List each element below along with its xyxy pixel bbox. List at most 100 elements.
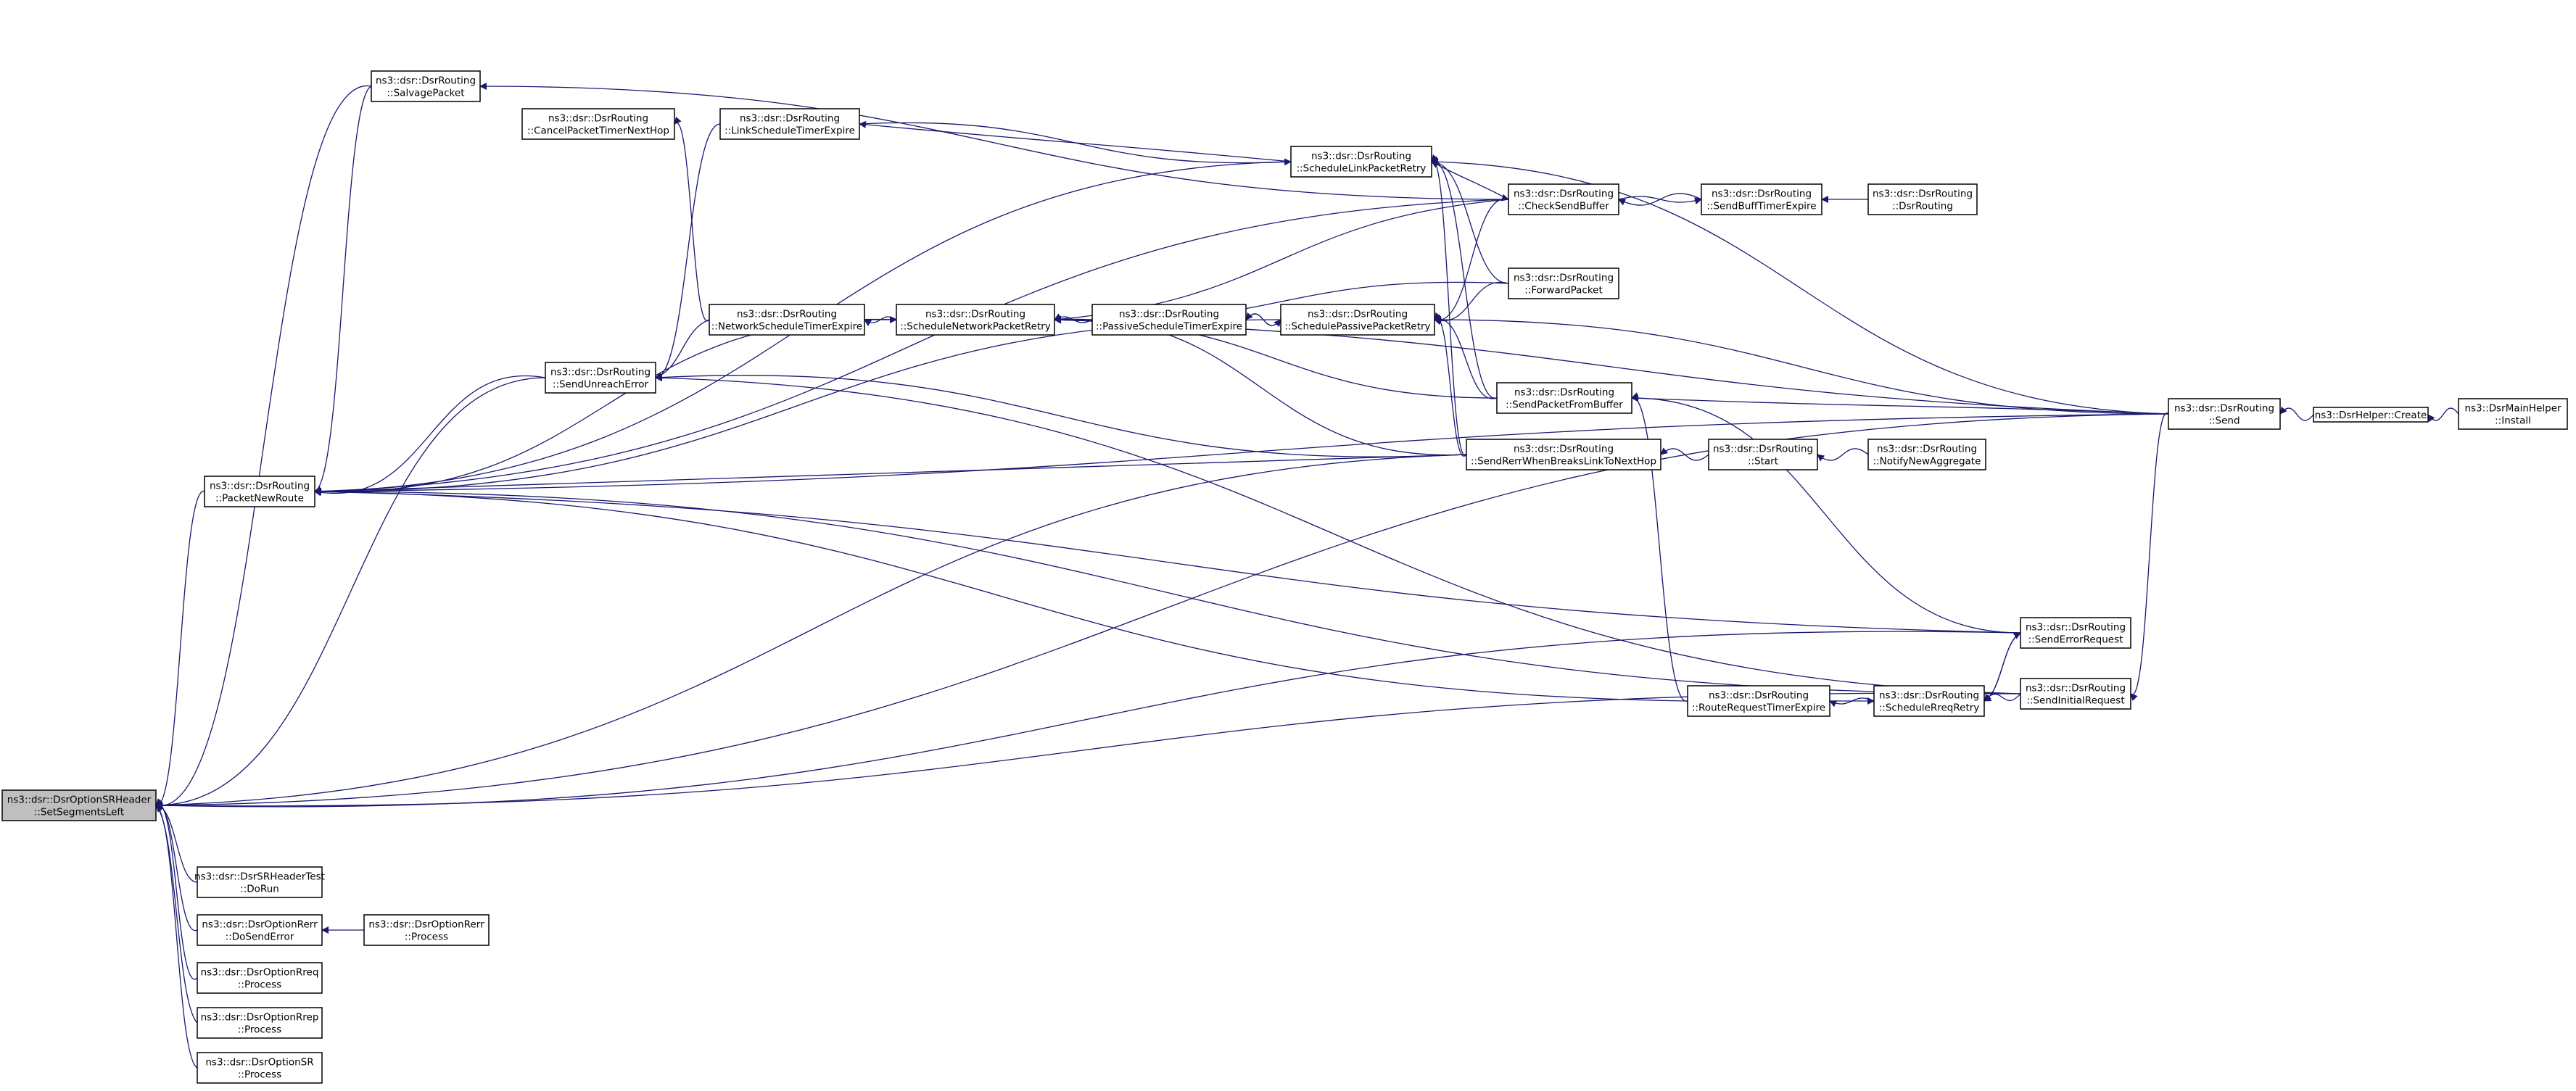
node-label: ::Process <box>238 979 281 991</box>
node-checksend[interactable]: ns3::dsr::DsrRouting::CheckSendBuffer <box>1508 183 1619 215</box>
edge-rerr-to-root <box>155 454 1467 809</box>
node-box <box>1508 267 1619 299</box>
node-label: ns3::dsr::DsrRouting <box>1311 151 1411 162</box>
node-label: ns3::dsr::DsrRouting <box>210 481 310 492</box>
node-box <box>1091 304 1247 336</box>
node-label: ::CancelPacketTimerNextHop <box>527 125 669 137</box>
node-label: ::Install <box>2495 415 2531 427</box>
node-rreqproc[interactable]: ns3::dsr::DsrOptionRreq::Process <box>197 962 323 994</box>
node-errreq[interactable]: ns3::dsr::DsrRouting::SendErrorRequest <box>2020 617 2131 649</box>
edge-helpercreate-to-send <box>2279 406 2314 421</box>
edge-initreq-to-newroute <box>314 488 2021 694</box>
edge-send-to-sendfrombuf <box>1631 394 2169 415</box>
node-label: ::PacketNewRoute <box>215 493 304 505</box>
node-schedpass[interactable]: ns3::dsr::DsrRouting::SchedulePassivePac… <box>1280 304 1435 336</box>
node-label: ::ForwardPacket <box>1524 285 1603 296</box>
edge-checksend-to-newroute <box>314 199 1509 495</box>
edge-forward-to-schedpass <box>1434 281 1509 325</box>
node-nettimer[interactable]: ns3::dsr::DsrRouting::NetworkScheduleTim… <box>709 304 865 336</box>
node-box <box>1 789 157 821</box>
edge-schedreq-to-errreq <box>1983 632 2021 702</box>
edge-unreach-to-newroute <box>314 376 546 497</box>
edge-unreach-to-root <box>155 377 546 809</box>
node-schedlink[interactable]: ns3::dsr::DsrRouting::ScheduleLinkPacket… <box>1290 146 1432 178</box>
node-unreach[interactable]: ns3::dsr::DsrRouting::SendUnreachError <box>545 362 656 394</box>
node-send[interactable]: ns3::dsr::DsrRouting::Send <box>2168 398 2281 430</box>
node-label: ns3::dsr::DsrOptionRrep <box>201 1012 319 1024</box>
node-newroute[interactable]: ns3::dsr::DsrRouting::PacketNewRoute <box>204 476 315 507</box>
edge-passtimer-to-schedpass <box>1245 313 1281 328</box>
node-label: ns3::dsr::DsrOptionRreq <box>201 967 319 979</box>
node-srproc[interactable]: ns3::dsr::DsrOptionSR::Process <box>197 1052 323 1084</box>
node-label: ns3::dsr::DsrRouting <box>1514 387 1614 399</box>
edge-sendfrombuf-to-schedpass <box>1434 314 1498 399</box>
node-box <box>2020 678 2131 710</box>
node-label: ns3::dsr::DsrRouting <box>740 113 840 125</box>
node-passtimer[interactable]: ns3::dsr::DsrRouting::PassiveScheduleTim… <box>1091 304 1247 336</box>
node-label: ::DoRun <box>240 884 279 895</box>
node-box <box>1708 439 1818 470</box>
node-label: ::SendUnreachError <box>553 379 649 391</box>
node-label: ::ScheduleNetworkPacketRetry <box>900 321 1051 333</box>
node-schedreq[interactable]: ns3::dsr::DsrRouting::ScheduleRreqRetry <box>1873 685 1985 717</box>
node-salvage[interactable]: ns3::dsr::DsrRouting::SalvagePacket <box>371 70 481 102</box>
node-maininstall[interactable]: ns3::DsrMainHelper::Install <box>2458 398 2568 430</box>
node-box <box>1496 382 1632 414</box>
node-sendfrombuf[interactable]: ns3::dsr::DsrRouting::SendPacketFromBuff… <box>1496 382 1632 414</box>
edge-sendfrombuf-to-schedlink <box>1431 156 1498 399</box>
node-label: ::Send <box>2208 415 2239 427</box>
node-cancel[interactable]: ns3::dsr::DsrRouting::CancelPacketTimerN… <box>521 108 675 140</box>
node-linktimer[interactable]: ns3::dsr::DsrRouting::LinkScheduleTimerE… <box>719 108 860 140</box>
edge-send-to-initreq <box>2130 412 2169 701</box>
node-box <box>1290 146 1432 178</box>
node-box <box>197 962 323 994</box>
node-label: ns3::dsr::DsrSRHeaderTest <box>194 871 325 883</box>
node-box <box>2020 617 2131 649</box>
node-notify[interactable]: ns3::dsr::DsrRouting::NotifyNewAggregate <box>1867 439 1986 470</box>
node-schednet[interactable]: ns3::dsr::DsrRouting::ScheduleNetworkPac… <box>896 304 1055 336</box>
node-label: ns3::dsr::DsrRouting <box>1709 690 1809 702</box>
node-label: ::ScheduleLinkPacketRetry <box>1297 163 1427 175</box>
edge-checksend-to-sendbuff <box>1618 196 1702 204</box>
node-label: ::SendErrorRequest <box>2028 634 2123 646</box>
node-label: ns3::dsr::DsrOptionRerr <box>202 919 318 931</box>
edge-rerr-to-schedpass <box>1434 312 1467 457</box>
edge-rreqproc-to-root <box>155 798 198 980</box>
node-label: ::Process <box>238 1024 281 1036</box>
edge-forward-to-schedlink <box>1431 158 1509 284</box>
node-label: ::RouteRequestTimerExpire <box>1692 702 1825 714</box>
node-label: ::DoSendError <box>226 932 294 943</box>
node-srtest[interactable]: ns3::dsr::DsrSRHeaderTest::DoRun <box>194 866 325 898</box>
node-label: ns3::dsr::DsrRouting <box>1514 188 1614 200</box>
edge-rreqtimer-to-sendfrombuf <box>1631 392 1688 702</box>
edge-initreq-to-schedreq <box>1983 693 2021 702</box>
node-dosenderr[interactable]: ns3::dsr::DsrOptionRerr::DoSendError <box>197 914 323 946</box>
node-box <box>197 1007 323 1039</box>
edge-rerr-to-schedlink <box>1431 154 1467 456</box>
node-forward[interactable]: ns3::dsr::DsrRouting::ForwardPacket <box>1508 267 1619 299</box>
node-label: ns3::DsrHelper::Create <box>2315 410 2427 421</box>
edge-initreq-to-root <box>155 692 2021 810</box>
node-sendbuff[interactable]: ns3::dsr::DsrRouting::SendBuffTimerExpir… <box>1701 183 1822 215</box>
node-label: ns3::dsr::DsrRouting <box>1514 444 1614 455</box>
node-label: ::Process <box>405 932 448 943</box>
node-label: ::Start <box>1748 456 1778 468</box>
node-box <box>896 304 1055 336</box>
node-label: ns3::DsrMainHelper <box>2464 403 2561 415</box>
edge-rerr-to-unreach <box>655 373 1467 457</box>
node-root[interactable]: ns3::dsr::DsrOptionSRHeader::SetSegments… <box>1 789 157 821</box>
node-label: ::PassiveScheduleTimerExpire <box>1096 321 1242 333</box>
node-label: ::SetSegmentsLeft <box>34 807 124 818</box>
node-initreq[interactable]: ns3::dsr::DsrRouting::SendInitialRequest <box>2020 678 2131 710</box>
node-rreqtimer[interactable]: ns3::dsr::DsrRouting::RouteRequestTimerE… <box>1687 685 1830 717</box>
node-box <box>1701 183 1822 215</box>
node-label: ::SalvagePacket <box>387 88 465 99</box>
node-rrepproc[interactable]: ns3::dsr::DsrOptionRrep::Process <box>197 1007 323 1039</box>
node-helpercreate[interactable]: ns3::DsrHelper::Create <box>2313 407 2429 423</box>
node-rerr[interactable]: ns3::dsr::DsrRouting::SendRerrWhenBreaks… <box>1466 439 1661 470</box>
node-rerrproc[interactable]: ns3::dsr::DsrOptionRerr::Process <box>363 914 490 946</box>
node-start[interactable]: ns3::dsr::DsrRouting::Start <box>1708 439 1818 470</box>
node-ctor[interactable]: ns3::dsr::DsrRouting::DsrRouting <box>1867 183 1978 215</box>
node-box <box>1466 439 1661 470</box>
node-label: ::SendRerrWhenBreaksLinkToNextHop <box>1471 456 1656 468</box>
